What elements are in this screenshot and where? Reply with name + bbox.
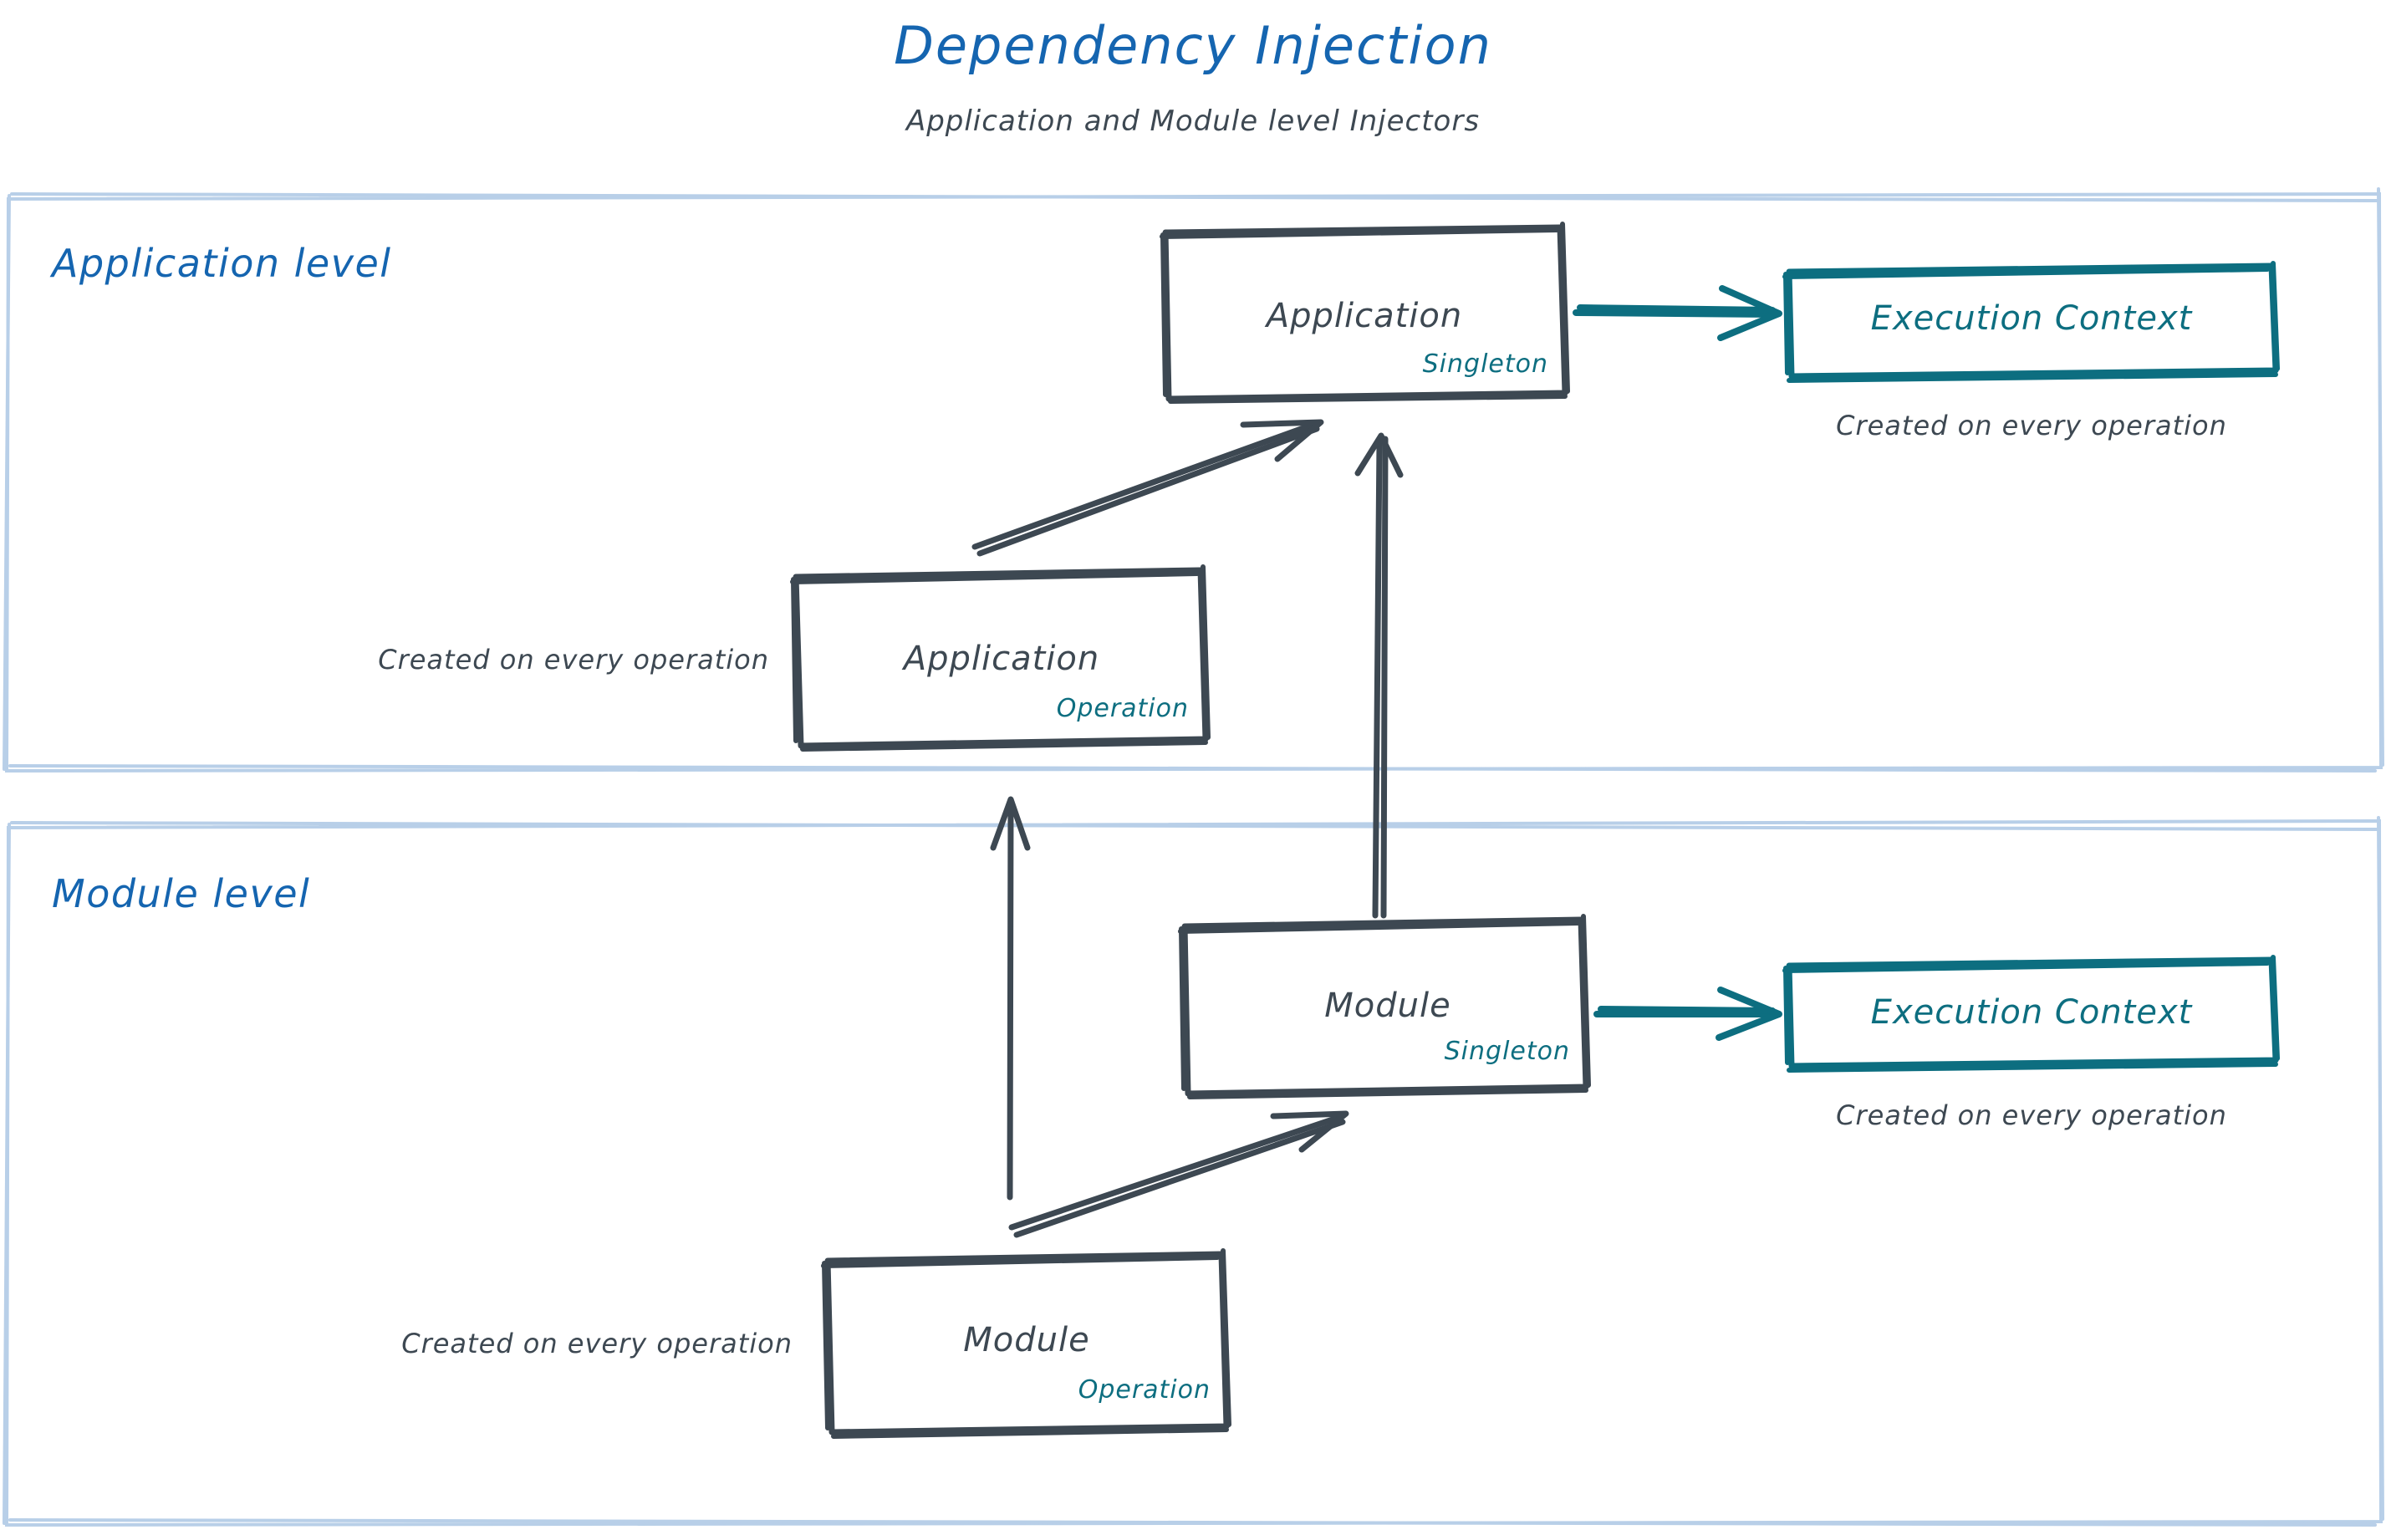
note-module-operation: Created on every operation xyxy=(401,1328,793,1359)
arrow-app-singleton-to-exec-ctx xyxy=(1573,285,1782,341)
arrow-module-singleton-to-app-singleton xyxy=(1354,432,1404,919)
box-module-singleton-strokes xyxy=(1178,914,1591,1099)
box-title-module-operation: Module xyxy=(963,1321,1090,1359)
box-module-operation-strokes xyxy=(821,1248,1231,1439)
page-subtitle: Application and Module level Injectors xyxy=(905,105,1481,138)
box-scope-module-operation: Operation xyxy=(1078,1375,1211,1405)
box-application-singleton-strokes xyxy=(1160,222,1570,404)
box-execution-context-application-strokes xyxy=(1782,261,2280,383)
arrow-app-operation-to-app-singleton xyxy=(971,419,1324,557)
box-application-operation-strokes xyxy=(790,564,1211,752)
box-scope-application-operation: Operation xyxy=(1056,694,1189,723)
box-title-application-operation: Application xyxy=(903,640,1100,678)
arrow-module-operation-to-app-operation xyxy=(990,796,1031,1201)
arrow-module-operation-to-module-singleton xyxy=(1008,1110,1349,1238)
box-title-module-singleton: Module xyxy=(1324,987,1451,1025)
box-title-application-singleton: Application xyxy=(1266,297,1463,335)
panel-application-level-frame xyxy=(3,187,2384,773)
panel-module-level-frame xyxy=(3,816,2384,1527)
note-execution-context-application: Created on every operation xyxy=(1836,410,2227,441)
box-scope-module-singleton: Singleton xyxy=(1444,1037,1570,1066)
panel-label-module-level: Module level xyxy=(52,871,311,916)
page-title: Dependency Injection xyxy=(894,15,1492,76)
note-application-operation: Created on every operation xyxy=(378,644,769,676)
arrow-module-singleton-to-exec-ctx xyxy=(1593,987,1782,1041)
box-scope-application-singleton: Singleton xyxy=(1422,349,1548,379)
panel-label-application-level: Application level xyxy=(52,241,392,286)
note-execution-context-module: Created on every operation xyxy=(1836,1099,2227,1131)
box-execution-context-module-strokes xyxy=(1782,955,2280,1073)
box-title-execution-context-application: Execution Context xyxy=(1870,299,2193,338)
box-title-execution-context-module: Execution Context xyxy=(1870,993,2193,1032)
